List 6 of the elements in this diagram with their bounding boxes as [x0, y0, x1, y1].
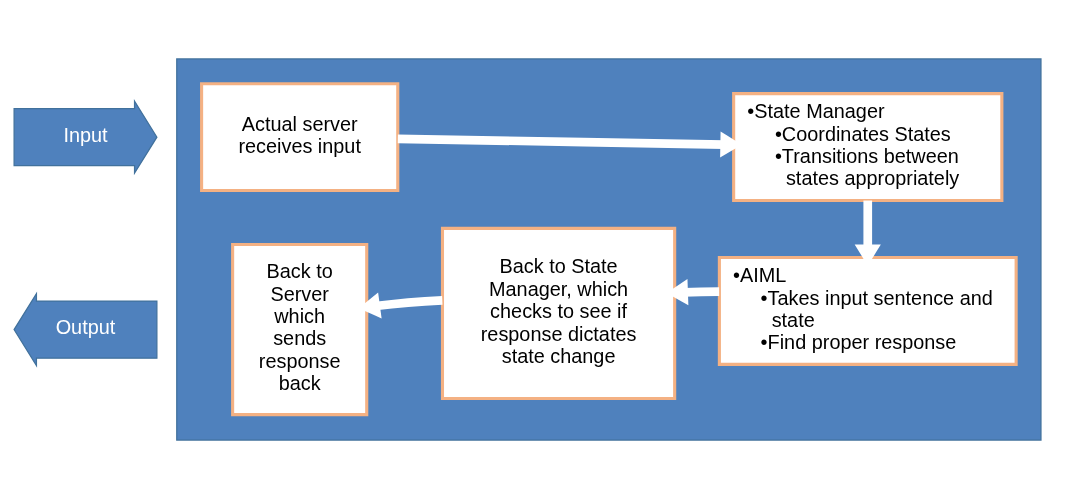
- node-box: Actual server receives input: [200, 81, 400, 192]
- node-box: Back to State Manager, which checks to see if response dictates state change: [440, 226, 677, 400]
- cluster: [176, 57, 1042, 441]
- node-box: Back to Server which sends response back: [231, 242, 369, 416]
- node-box: •State Manager •Coordinates States •Transitions between states appropriately: [732, 91, 1004, 202]
- node-box: •AIML •Takes input sentence and state •Find proper response: [717, 255, 1018, 366]
